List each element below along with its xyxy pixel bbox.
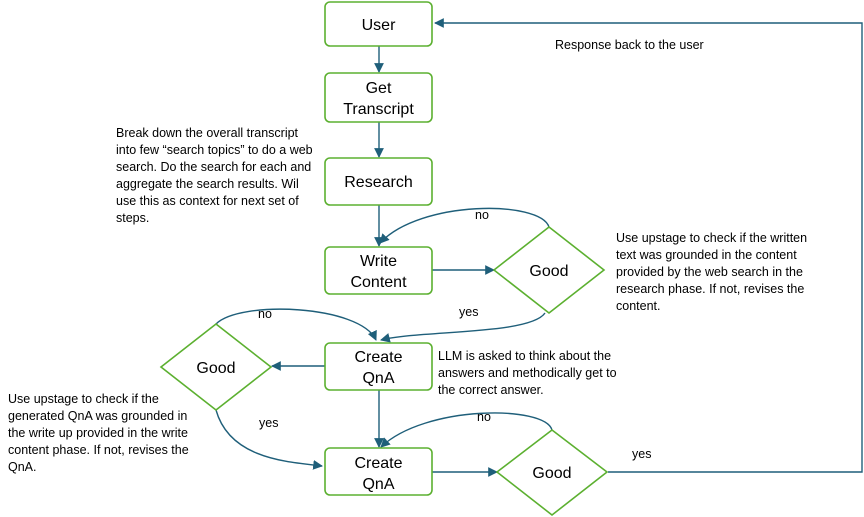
- node-get-transcript: [324, 72, 433, 123]
- label-yes-1: yes: [459, 305, 478, 319]
- node-create-qna-2-label-line1: Create: [354, 455, 402, 472]
- label-no-3: no: [477, 410, 491, 424]
- edge-good1-yes: [380, 312, 546, 343]
- node-good-3-label: Good: [532, 465, 571, 482]
- note-upstage-content: Use upstage to check if the written text…: [616, 231, 808, 313]
- edge-good2-yes: [215, 409, 323, 470]
- note-research: Break down the overall transcript into f…: [116, 126, 313, 225]
- label-yes-3: yes: [632, 447, 651, 461]
- node-create-qna-1-label-line1: Create: [354, 349, 402, 366]
- label-no-1: no: [475, 208, 489, 222]
- node-create-qna-2-label-line2: QnA: [362, 476, 394, 493]
- node-user: [324, 1, 433, 47]
- node-write-content-label-line2: Content: [350, 274, 407, 291]
- node-research: [324, 157, 433, 206]
- edge-good3-no-loop: [380, 412, 553, 448]
- edges: [215, 18, 863, 477]
- node-good-2: [159, 322, 273, 412]
- node-create-qna-2: [324, 447, 433, 496]
- node-good-1-label: Good: [529, 263, 568, 280]
- node-get-transcript-label-line1: Get: [366, 80, 392, 97]
- node-create-qna-1: [324, 342, 433, 391]
- node-write-content: [324, 246, 433, 295]
- node-user-label: User: [362, 17, 396, 34]
- node-get-transcript-label-line2: Transcript: [343, 101, 414, 118]
- label-no-2: no: [258, 307, 272, 321]
- node-labels: User Get Transcript Research Write Conte…: [196, 17, 571, 493]
- label-yes-2: yes: [259, 416, 278, 430]
- node-research-label: Research: [344, 174, 412, 191]
- edge-good1-no-loop: [379, 207, 550, 244]
- edge-good2-no-loop: [215, 308, 377, 341]
- node-write-content-label-line1: Write: [360, 253, 397, 270]
- nodes: [159, 1, 609, 517]
- node-good-2-label: Good: [196, 360, 235, 377]
- edge-good3-yes-to-user: [434, 18, 863, 473]
- note-llm-qna: LLM is asked to think about the answers …: [438, 349, 617, 397]
- node-good-1: [492, 225, 606, 315]
- label-response: Response back to the user: [555, 38, 704, 52]
- node-good-3: [495, 428, 609, 517]
- note-upstage-qna: Use upstage to check if the generated Qn…: [8, 392, 189, 474]
- node-create-qna-1-label-line2: QnA: [362, 370, 394, 387]
